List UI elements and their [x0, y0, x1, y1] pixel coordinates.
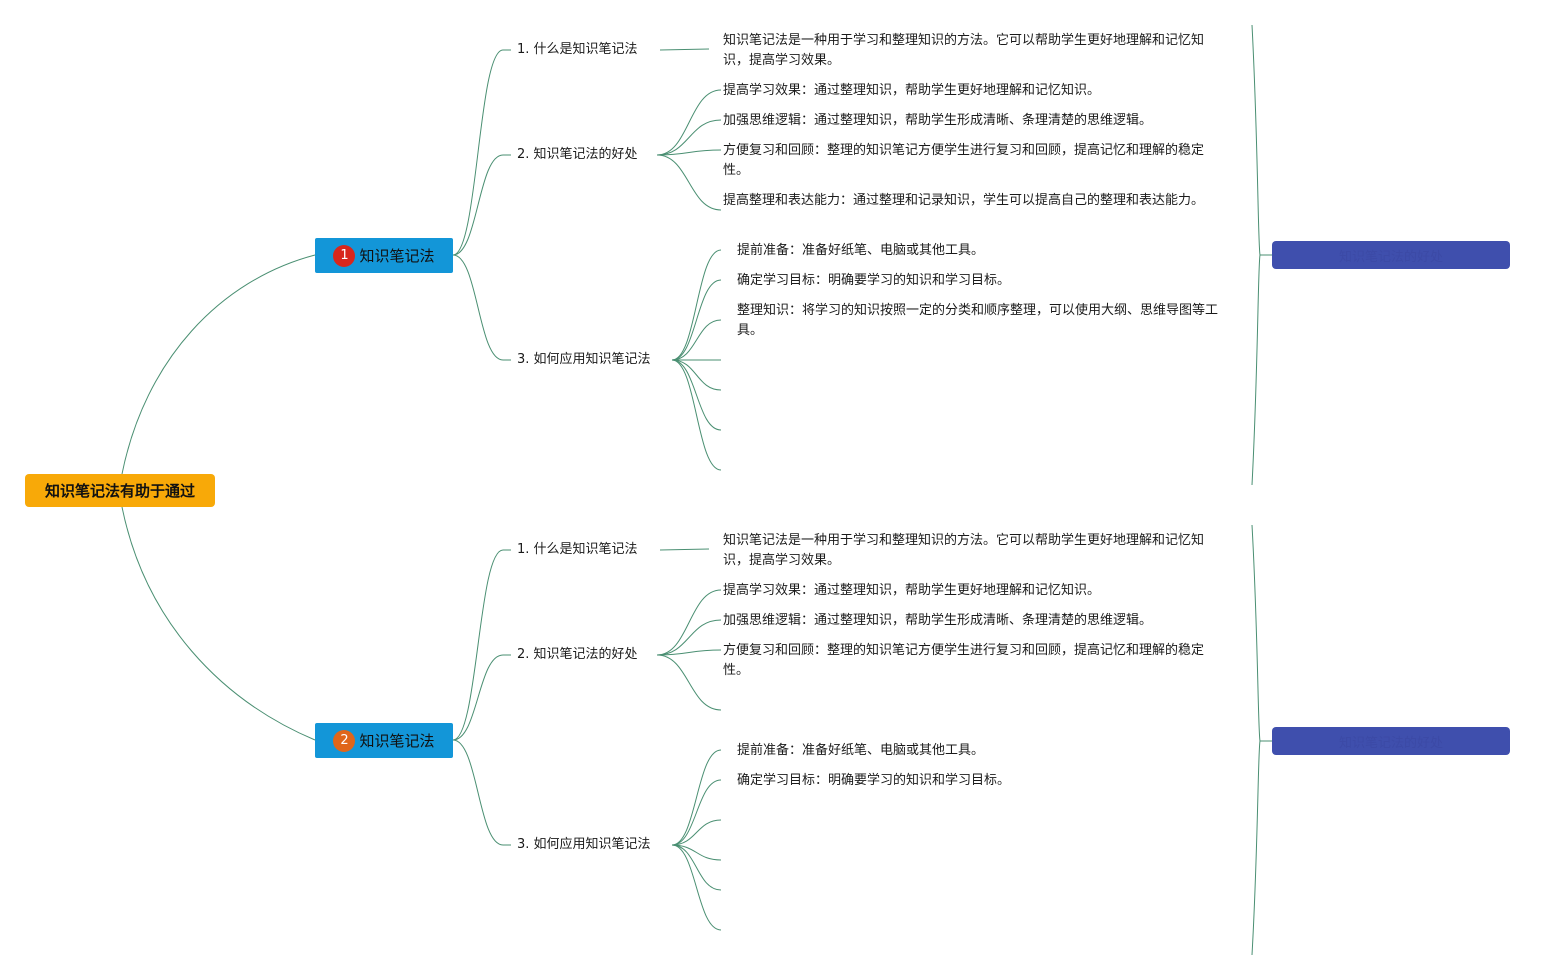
topic-connector	[452, 654, 504, 741]
leaf-benefit[interactable]: 加强思维逻辑：通过整理知识，帮助学生形成清晰、条理清楚的思维逻辑。	[723, 113, 1153, 128]
subtopic-how-to-apply[interactable]: 3. 如何应用知识笔记法	[517, 352, 651, 367]
leaf-connector	[656, 654, 722, 711]
summary-bracket	[1251, 524, 1261, 742]
leaf-benefit[interactable]: 提高学习效果：通过整理知识，帮助学生更好地理解和记忆知识。	[723, 583, 1101, 598]
leaf-connector	[671, 359, 722, 471]
leaf-connector	[656, 589, 722, 656]
leaf-connector	[671, 359, 722, 431]
leaf-connector	[656, 119, 722, 156]
root-connector	[121, 506, 316, 741]
number-badge-icon: 2	[333, 729, 356, 752]
leaf-step[interactable]: 整理知识：将学习的知识按照一定的分类和顺序整理，可以使用大纲、思维导图等工具。	[737, 303, 1219, 338]
root-topic[interactable]: 知识笔记法有助于通过	[25, 474, 215, 507]
number-badge-icon: 1	[333, 244, 356, 267]
leaf-connector	[671, 819, 722, 846]
leaf-connector	[656, 649, 722, 656]
summary-topic-2[interactable]: 知识笔记法的好处	[1272, 727, 1510, 755]
topic-connector	[452, 549, 504, 741]
main-topic-1[interactable]: 1 知识笔记法	[315, 238, 453, 273]
leaf-benefit[interactable]: 方便复习和回顾：整理的知识笔记方便学生进行复习和回顾，提高记忆和理解的稳定性。	[723, 643, 1205, 678]
topic-connector	[452, 154, 504, 256]
summary-topic-label: 知识笔记法的好处	[1338, 735, 1443, 751]
subtopic-benefits[interactable]: 2. 知识笔记法的好处	[517, 647, 638, 662]
leaf-benefit[interactable]: 提高学习效果：通过整理知识，帮助学生更好地理解和记忆知识。	[723, 83, 1101, 98]
leaf-definition[interactable]: 知识笔记法是一种用于学习和整理知识的方法。它可以帮助学生更好地理解和记忆知识，提…	[723, 533, 1205, 568]
summary-bracket	[1251, 254, 1261, 486]
main-topic-2[interactable]: 2 知识笔记法	[315, 723, 453, 758]
topic-connector	[452, 739, 504, 846]
leaf-connector	[671, 779, 722, 846]
leaf-step[interactable]: 提前准备：准备好纸笔、电脑或其他工具。	[737, 243, 985, 258]
root-connector	[121, 254, 316, 475]
leaf-connector	[671, 844, 722, 891]
leaf-definition[interactable]: 知识笔记法是一种用于学习和整理知识的方法。它可以帮助学生更好地理解和记忆知识，提…	[723, 33, 1205, 68]
leaf-connector	[671, 844, 722, 861]
subtopic-benefits[interactable]: 2. 知识笔记法的好处	[517, 147, 638, 162]
leaf-step[interactable]: 确定学习目标：明确要学习的知识和学习目标。	[737, 773, 1011, 788]
main-topic-label: 知识笔记法	[359, 247, 435, 265]
summary-bracket	[1251, 740, 1261, 956]
leaf-connector	[671, 749, 722, 846]
summary-bracket	[1251, 24, 1261, 256]
leaf-connector	[671, 249, 722, 361]
leaf-connector	[656, 149, 722, 156]
leaf-connector	[671, 359, 722, 391]
leaf-benefit[interactable]: 加强思维逻辑：通过整理知识，帮助学生形成清晰、条理清楚的思维逻辑。	[723, 613, 1153, 628]
leaf-benefit[interactable]: 方便复习和回顾：整理的知识笔记方便学生进行复习和回顾，提高记忆和理解的稳定性。	[723, 143, 1205, 178]
leaf-connector	[671, 844, 722, 931]
leaf-connector	[659, 548, 710, 551]
summary-topic-1[interactable]: 知识笔记法的好处	[1272, 241, 1510, 269]
topic-connector	[452, 49, 504, 256]
leaf-connector	[656, 89, 722, 156]
leaf-connector	[671, 279, 722, 361]
topic-connector	[452, 254, 504, 361]
leaf-connector	[656, 154, 722, 211]
leaf-step[interactable]: 确定学习目标：明确要学习的知识和学习目标。	[737, 273, 1011, 288]
summary-topic-label: 知识笔记法的好处	[1338, 249, 1443, 265]
root-topic-label: 知识笔记法有助于通过	[44, 482, 195, 500]
main-topic-label: 知识笔记法	[359, 732, 435, 750]
subtopic-how-to-apply[interactable]: 3. 如何应用知识笔记法	[517, 837, 651, 852]
leaf-benefit[interactable]: 提高整理和表达能力：通过整理和记录知识，学生可以提高自己的整理和表达能力。	[723, 193, 1205, 208]
subtopic-what-is[interactable]: 1. 什么是知识笔记法	[517, 542, 638, 557]
leaf-connector	[671, 319, 722, 361]
leaf-connector	[659, 48, 710, 51]
leaf-step[interactable]: 提前准备：准备好纸笔、电脑或其他工具。	[737, 743, 985, 758]
leaf-connector	[656, 619, 722, 656]
subtopic-what-is[interactable]: 1. 什么是知识笔记法	[517, 42, 638, 57]
